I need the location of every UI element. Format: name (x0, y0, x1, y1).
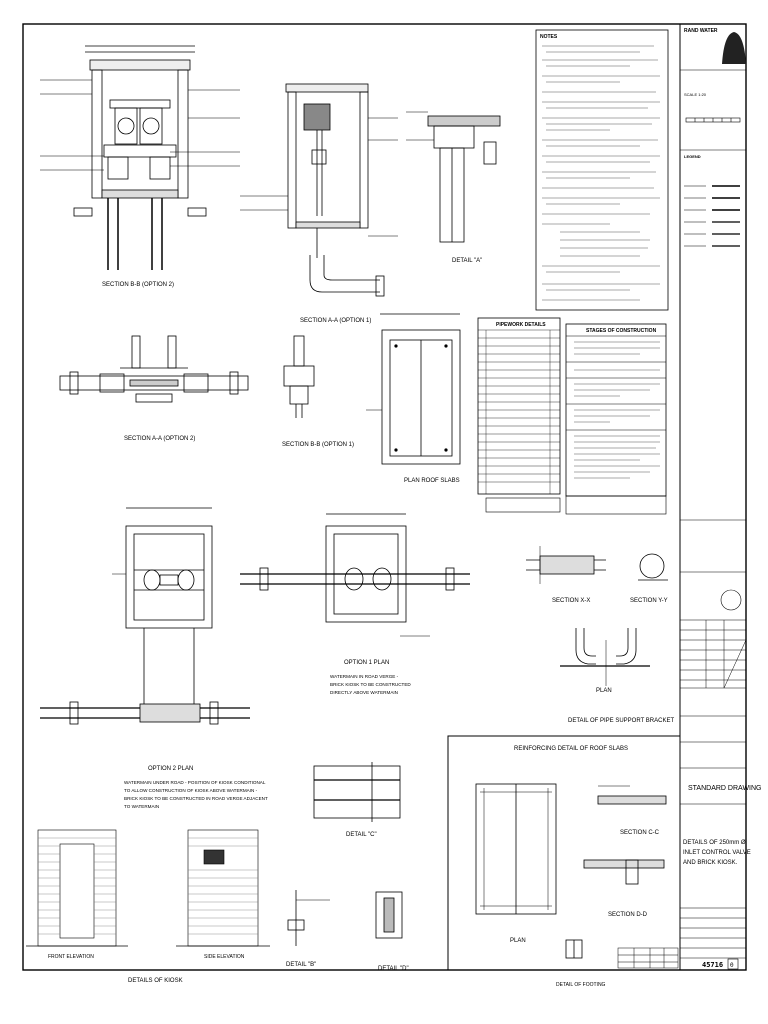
support-plan-title: PLAN (596, 688, 612, 694)
section-c-title: SECTION C-C (620, 830, 660, 836)
notes-title: NOTES (540, 34, 558, 40)
detail-a-view (406, 111, 501, 243)
support-plan-view (560, 628, 650, 686)
reinforcing-title: REINFORCING DETAIL OF ROOF SLABS (514, 746, 628, 752)
revision-number: 0 (730, 962, 734, 969)
detail-a-title: DETAIL "A" (452, 258, 482, 264)
option1-plan-title: OPTION 1 PLAN (344, 660, 389, 666)
plan-roof-title: PLAN ROOF SLABS (404, 478, 460, 484)
side-elevation-brick-hatch (188, 837, 258, 935)
detail-d-title: DETAIL "D" (378, 966, 409, 972)
svg-text:TO WATERMAIN: TO WATERMAIN (124, 804, 159, 809)
scale-label: SCALE 1:20 (684, 92, 707, 97)
drawing-title-line1: DETAILS OF 250mm Ø (683, 840, 746, 846)
drawing-number: 45716 (702, 961, 723, 969)
option1-note: WATERMAIN IN ROAD VERGE - BRICK KIOSK TO… (330, 674, 411, 695)
svg-text:WATERMAIN IN ROAD VERGE -: WATERMAIN IN ROAD VERGE - (330, 674, 399, 679)
side-elevation-title: SIDE ELEVATION (204, 954, 245, 960)
legend-title: LEGEND (684, 154, 701, 159)
svg-text:WATERMAIN UNDER ROAD - POSITIO: WATERMAIN UNDER ROAD - POSITION OF KIOSK… (124, 780, 266, 785)
svg-text:DIRECTLY ABOVE WATERMAIN: DIRECTLY ABOVE WATERMAIN (330, 690, 398, 695)
front-elevation-title: FRONT ELEVATION (48, 954, 94, 960)
reinforcing-detail-box (447, 735, 681, 971)
section-b-title: SECTION B-B (OPTION 2) (102, 282, 174, 288)
option1-plan-view (240, 513, 470, 637)
option2-plan-view (40, 507, 250, 725)
notes-lines (542, 45, 660, 301)
company-name: RAND WATER (684, 28, 718, 34)
drawing-title-line2: INLET CONTROL VALVE (683, 850, 751, 856)
front-elevation-view (37, 829, 117, 947)
sheet-border (22, 23, 747, 971)
pipework-rows (478, 329, 560, 494)
revision-table (679, 619, 747, 689)
section-a-opt2-view (59, 335, 249, 403)
section-b-opt1-title: SECTION B-B (OPTION 1) (282, 442, 354, 448)
reinforcing-plan-view (475, 783, 557, 915)
detail-d-view (375, 891, 403, 939)
section-x-title: SECTION X-X (552, 598, 590, 604)
section-y-view (638, 553, 668, 581)
section-c-view (597, 785, 667, 805)
section-y-title: SECTION Y-Y (630, 598, 668, 604)
company-logo (722, 32, 746, 64)
notes-box (535, 29, 669, 311)
section-b-view (40, 45, 240, 270)
section-a-opt1-title: SECTION A-A (OPTION 1) (300, 318, 371, 324)
front-elevation-brick-hatch (38, 837, 116, 935)
detail-c-title: DETAIL "C" (346, 832, 377, 838)
section-d-title: SECTION D-D (608, 912, 648, 918)
drawing-title-line3: AND BRICK KIOSK. (683, 860, 738, 866)
detail-footing-view (565, 939, 583, 959)
section-b-opt1-view (283, 335, 315, 418)
svg-text:BRICK KIOSK TO BE CONSTRUCTED: BRICK KIOSK TO BE CONSTRUCTED (330, 682, 411, 687)
detail-footing-title: DETAIL OF FOOTING (556, 982, 606, 988)
signature-rows (680, 917, 746, 959)
svg-text:TO ALLOW CONSTRUCTION OF KIOSK: TO ALLOW CONSTRUCTION OF KIOSK ABOVE WAT… (124, 788, 258, 793)
stages-title: STAGES OF CONSTRUCTION (586, 328, 657, 334)
pipework-table (477, 317, 561, 495)
pipe-support-title: DETAIL OF PIPE SUPPORT BRACKET (568, 718, 674, 724)
side-elevation-view (187, 829, 259, 947)
stamp-circle (720, 589, 742, 611)
pipework-title: PIPEWORK DETAILS (496, 322, 546, 328)
legend-entries (684, 185, 740, 247)
section-a-opt1-view (240, 83, 398, 297)
svg-text:BRICK KIOSK TO BE CONSTRUCTED: BRICK KIOSK TO BE CONSTRUCTED IN ROAD VE… (124, 796, 268, 801)
stages-rows (566, 335, 666, 479)
option2-plan-title: OPTION 2 PLAN (148, 766, 193, 772)
detail-c-view (313, 762, 401, 822)
section-a-opt2-title: SECTION A-A (OPTION 2) (124, 436, 195, 442)
standard-drawing-label: STANDARD DRAWING (688, 785, 762, 792)
plan-roof-slabs-view (366, 313, 461, 465)
option2-note: WATERMAIN UNDER ROAD - POSITION OF KIOSK… (124, 780, 268, 809)
detail-b-view (287, 890, 330, 946)
details-kiosk-title: DETAILS OF KIOSK (128, 978, 183, 984)
scale-bar (685, 117, 741, 123)
schedule-table (617, 947, 679, 969)
reinforcing-plan-title: PLAN (510, 938, 526, 944)
section-d-view (583, 859, 665, 885)
section-x-view (526, 546, 606, 584)
detail-b-title: DETAIL "B" (286, 962, 316, 968)
